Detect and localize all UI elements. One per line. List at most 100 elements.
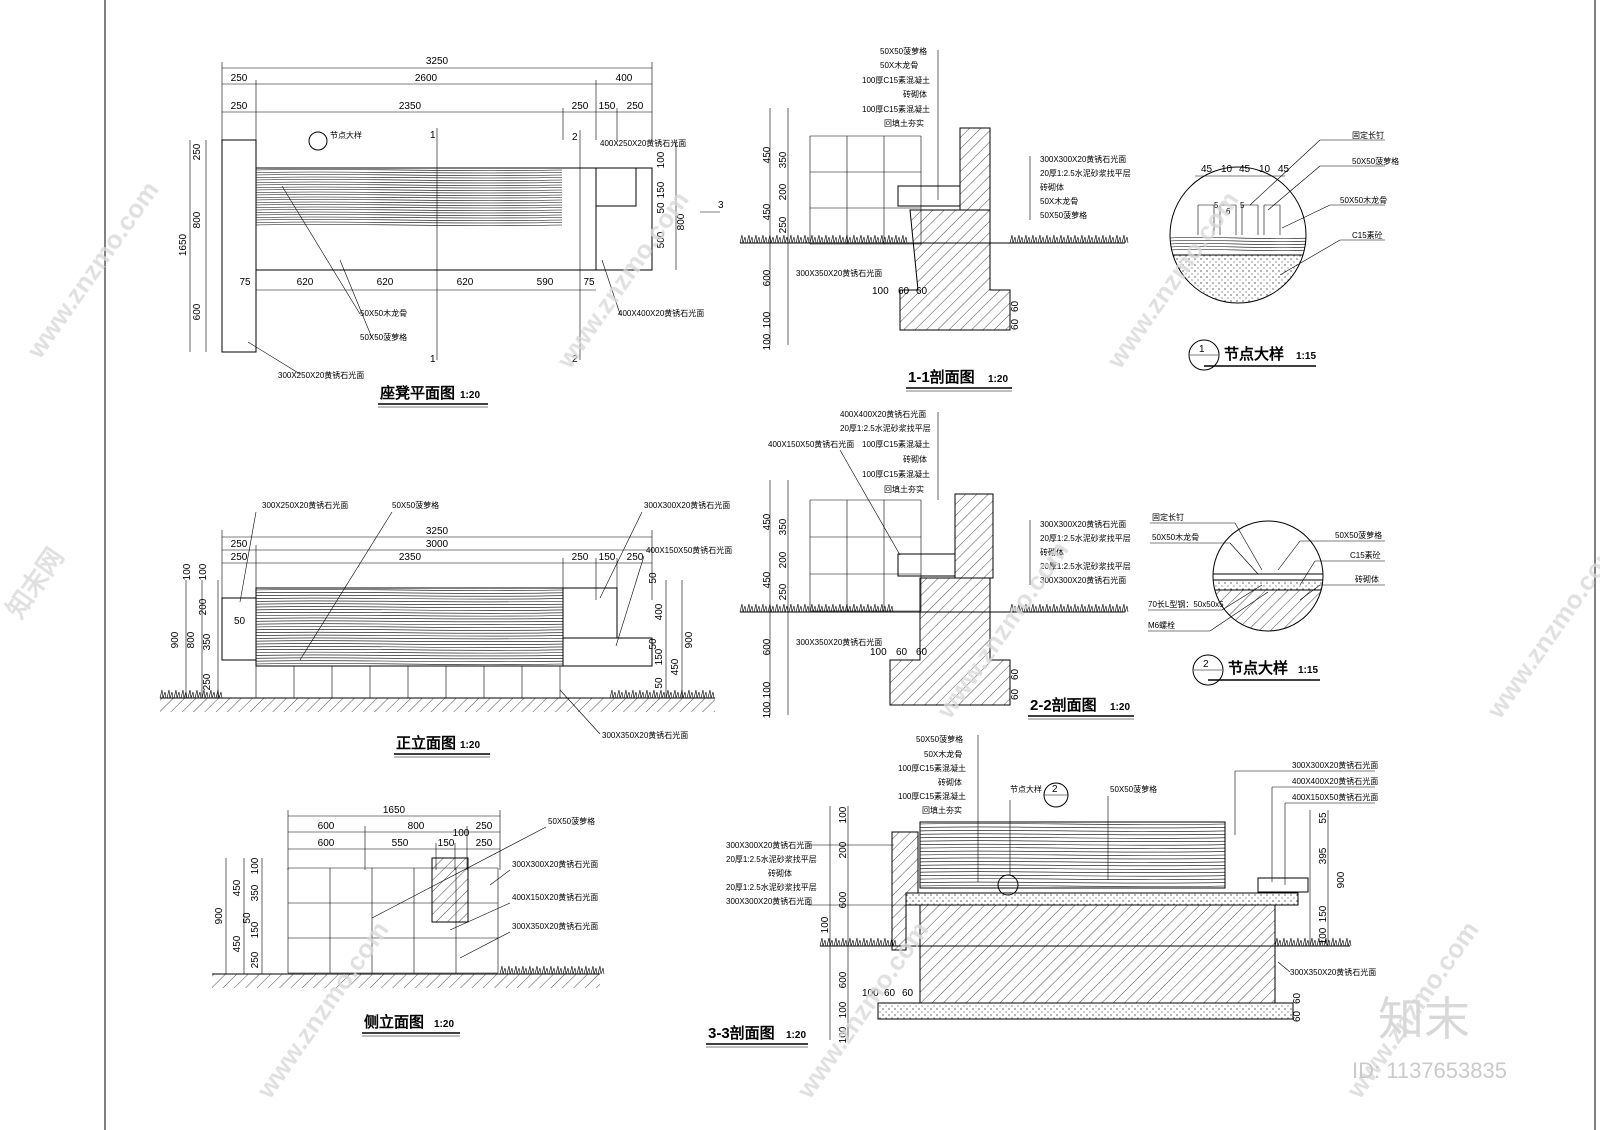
s11-note: 砖砌体 (1040, 182, 1064, 192)
se-dim: 250 (250, 951, 261, 968)
grass-tuft (1065, 603, 1073, 613)
watermark: www.znzmo.com (1480, 535, 1600, 724)
s11-dim: 450 (762, 146, 773, 163)
plan-dim: 620 (457, 277, 474, 288)
s22-scale: 1:20 (1110, 702, 1130, 713)
grass-tuft (1121, 603, 1129, 613)
wood-grain-line (255, 620, 564, 623)
s11-dim: 60 (898, 286, 910, 297)
d1-dim: 10 (1259, 164, 1271, 175)
grass-tuft (159, 689, 167, 699)
grass-tuft (882, 937, 890, 947)
se-dim: 900 (214, 907, 225, 924)
plan-dim: 500 (656, 231, 667, 248)
s33-detail-mark (997, 874, 1019, 896)
s22-note: 400X150X50黄锈石光面 (768, 439, 854, 449)
grass-tuft (1079, 603, 1087, 613)
plan-dim: 250 (231, 101, 248, 112)
grass-tuft (879, 603, 887, 613)
s11-dim: 60 (916, 286, 928, 297)
plan-dim: 250 (231, 73, 248, 84)
s22-dim: 100 (870, 647, 887, 658)
grass-tuft (166, 689, 174, 699)
grass-tuft (865, 603, 873, 613)
plan-dim: 250 (627, 101, 644, 112)
fe-dim: 100 (198, 563, 209, 580)
grass-tuft (900, 234, 908, 244)
ground-grass (739, 234, 1129, 244)
fe-note: 300X300X20黄锈石光面 (644, 500, 730, 510)
grass-tuft (541, 965, 549, 975)
plan-dim: 2600 (415, 73, 438, 84)
grass-tuft (1030, 603, 1038, 613)
plan-dim: 150 (599, 101, 616, 112)
grass-tuft (837, 234, 845, 244)
d1-dim: 45 (1278, 164, 1290, 175)
grass-tuft (781, 603, 789, 613)
grass-tuft (889, 937, 897, 947)
wood-grain-line (255, 640, 564, 643)
grass-tuft (851, 234, 859, 244)
s11-dim: 200 (778, 183, 789, 200)
s22-dim: 450 (762, 571, 773, 588)
wood-grain-line (255, 216, 563, 219)
grass-tuft (781, 234, 789, 244)
wood-grain-line (919, 864, 1226, 867)
se-note: 300X300X20黄锈石光面 (512, 859, 598, 869)
grass-tuft (651, 689, 659, 699)
s11-note: 砖砌体 (903, 89, 927, 99)
wood-grain-line (255, 221, 563, 224)
grass-tuft (630, 689, 638, 699)
wood-grain-line (255, 603, 564, 606)
plan-note: 400X250X20黄锈石光面 (600, 138, 686, 148)
grass-tuft (816, 234, 824, 244)
grass-tuft (830, 234, 838, 244)
watermark-id: ID: 1137653835 (1352, 1058, 1507, 1083)
grass-tuft (858, 603, 866, 613)
s33-dim: 60 (1292, 992, 1303, 1004)
s33-dim: 60 (884, 988, 896, 999)
watermark: www.znzmo.com (20, 175, 165, 364)
d1-dim: 45 (1201, 164, 1213, 175)
s11-wall-grid (809, 135, 922, 245)
wood-grain-line (255, 171, 563, 174)
detail-2: 固定长钉 50X50木龙骨 50X50菠萝格 C15素砼 砖砌体 70长L型钢：… (1148, 512, 1385, 686)
d1-dim: 6 (1226, 207, 1231, 216)
grass-tuft (1302, 937, 1310, 947)
d1-number: 1 (1199, 344, 1205, 355)
wood-grain-line (919, 830, 1226, 832)
grass-tuft (840, 937, 848, 947)
grass-tuft (1295, 937, 1303, 947)
fe-dim: 150 (599, 552, 616, 563)
grass-tuft (1051, 603, 1059, 613)
fe-dim: 800 (186, 631, 197, 648)
grass-tuft (597, 965, 605, 975)
grass-tuft (795, 234, 803, 244)
fe-dim: 900 (170, 631, 181, 648)
se-dim: 550 (392, 838, 409, 849)
wood-grain-line (919, 871, 1226, 874)
wood-grain-line (255, 609, 564, 611)
grass-tuft (215, 689, 223, 699)
fe-dim: 50 (648, 572, 659, 584)
fe-dim: 250 (572, 552, 589, 563)
se-dim: 100 (250, 857, 261, 874)
se-note: 300X350X20黄锈石光面 (512, 921, 598, 931)
grass-tuft (872, 234, 880, 244)
grass-tuft (623, 689, 631, 699)
grass-tuft (1030, 234, 1038, 244)
wood-grain-line (255, 614, 564, 617)
s33-note: 砖砌体 (768, 868, 792, 878)
grass-tuft (1316, 937, 1324, 947)
grass-tuft (548, 965, 556, 975)
grass-tuft (180, 689, 188, 699)
s22-dim: 60 (1010, 668, 1021, 680)
grass-tuft (879, 234, 887, 244)
fe-dim: 900 (684, 631, 695, 648)
s33-dim: 100 (838, 1026, 849, 1043)
s22-note: 砖砌体 (903, 454, 927, 464)
grass-tuft (1100, 234, 1108, 244)
grass-tuft (1114, 603, 1122, 613)
d1-dim: 10 (1221, 164, 1233, 175)
